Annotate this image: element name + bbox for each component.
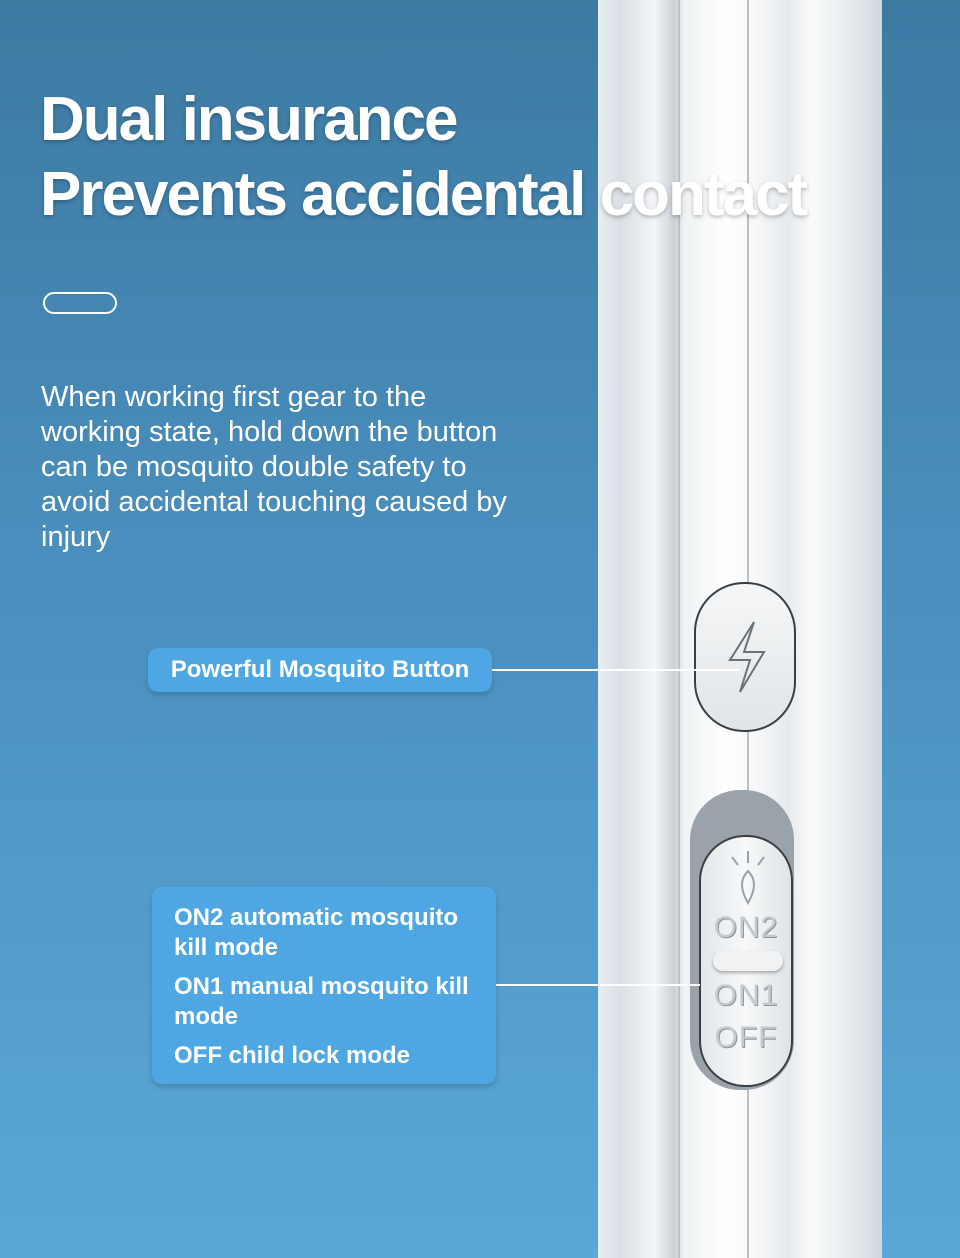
mode-switch[interactable]: ON2 ON1 OFF — [699, 835, 793, 1087]
light-icon — [731, 851, 765, 905]
mode-on2: ON2 automatic mosquito kill mode — [174, 904, 459, 961]
mode-on1: ON1 manual mosquito kill mode — [174, 973, 469, 1030]
headline-line-2: Prevents accidental contact — [40, 160, 808, 229]
mode-off: OFF child lock mode — [174, 1042, 411, 1069]
headline: Dual insurance Prevents accidental conta… — [40, 82, 808, 232]
switch-label-on1: ON1 — [713, 979, 779, 1012]
headline-line-1: Dual insurance — [40, 85, 458, 154]
button-callout-line — [492, 669, 740, 671]
decorative-pill — [43, 292, 117, 314]
switch-callout-line — [496, 984, 700, 986]
switch-indicator — [713, 951, 783, 971]
handle-groove — [678, 0, 680, 1258]
description: When working first gear to the working s… — [41, 381, 507, 553]
mosquito-button[interactable] — [694, 582, 796, 732]
lightning-icon — [728, 621, 766, 693]
modes-callout: ON2 automatic mosquito kill mode ON1 man… — [152, 887, 496, 1084]
switch-label-on2: ON2 — [713, 911, 779, 944]
switch-label-off: OFF — [714, 1021, 778, 1054]
button-callout: Powerful Mosquito Button — [148, 648, 492, 692]
